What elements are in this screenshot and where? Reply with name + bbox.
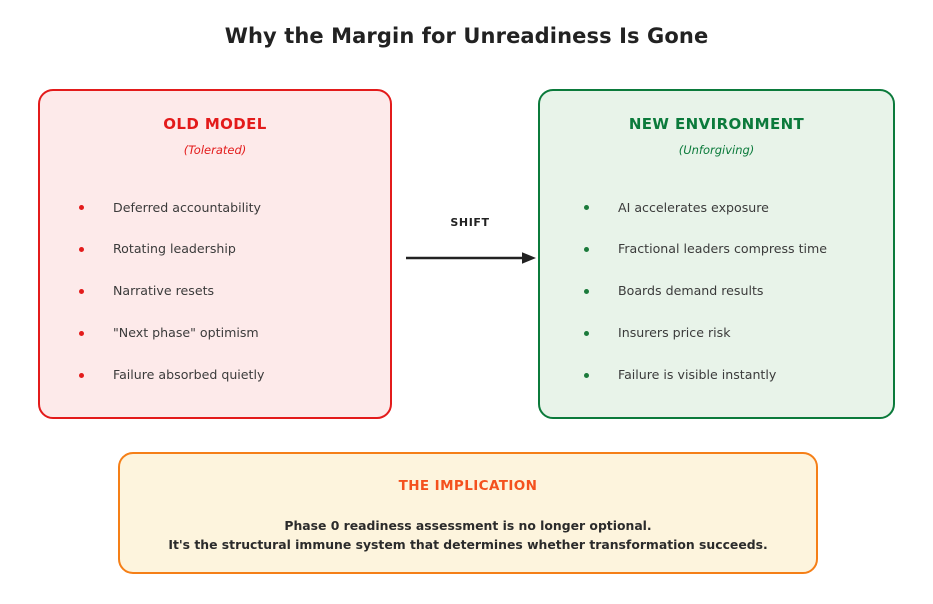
list-item-label: Boards demand results	[618, 283, 764, 299]
list-item-label: Narrative resets	[113, 283, 215, 299]
old-model-panel: OLD MODEL (Tolerated) Deferred accountab…	[38, 89, 392, 419]
list-item-label: "Next phase" optimism	[113, 324, 259, 340]
list-item: Fractional leaders compress time	[540, 229, 893, 271]
bullet-dot-icon	[79, 330, 84, 336]
old-model-heading: OLD MODEL	[163, 115, 267, 133]
bullet-dot-icon	[584, 330, 589, 336]
bullet-dot-icon	[79, 288, 84, 294]
list-item-label: Insurers price risk	[618, 324, 731, 340]
bullet-dot-icon	[584, 288, 589, 294]
shift-label: SHIFT	[450, 216, 490, 229]
list-item-label: Deferred accountability	[113, 199, 262, 215]
new-environment-heading: NEW ENVIRONMENT	[628, 115, 805, 133]
list-item: "Next phase" optimism	[40, 312, 390, 354]
list-item: Failure is visible instantly	[540, 354, 893, 396]
bullet-dot-icon	[584, 247, 589, 253]
list-item: Failure absorbed quietly	[40, 354, 390, 396]
page-title: Why the Margin for Unreadiness Is Gone	[224, 24, 709, 48]
new-environment-subheading: (Unforgiving)	[678, 143, 755, 157]
new-environment-panel: NEW ENVIRONMENT (Unforgiving) AI acceler…	[538, 89, 895, 419]
list-item-label: AI accelerates exposure	[618, 199, 769, 215]
bullet-dot-icon	[79, 205, 84, 211]
old-model-subheading: (Tolerated)	[183, 143, 247, 157]
list-item: Narrative resets	[40, 271, 390, 313]
arrow-right-icon	[406, 252, 536, 264]
bullet-dot-icon	[584, 372, 589, 378]
list-item: Deferred accountability	[40, 187, 390, 229]
list-item: AI accelerates exposure	[540, 187, 893, 229]
implication-panel: THE IMPLICATION Phase 0 readiness assess…	[118, 452, 818, 574]
list-item-label: Rotating leadership	[113, 241, 236, 257]
implication-line-2: It's the structural immune system that d…	[168, 536, 768, 552]
list-item-label: Fractional leaders compress time	[618, 241, 828, 257]
list-item: Rotating leadership	[40, 229, 390, 271]
new-environment-bullet-list: AI accelerates exposure Fractional leade…	[540, 187, 893, 396]
list-item: Insurers price risk	[540, 312, 893, 354]
old-model-bullet-list: Deferred accountability Rotating leaders…	[40, 187, 390, 396]
list-item: Boards demand results	[540, 271, 893, 313]
bullet-dot-icon	[584, 205, 589, 211]
bullet-dot-icon	[79, 372, 84, 378]
list-item-label: Failure is visible instantly	[618, 366, 777, 382]
implication-heading: THE IMPLICATION	[398, 478, 538, 494]
list-item-label: Failure absorbed quietly	[113, 366, 265, 382]
implication-body: Phase 0 readiness assessment is no longe…	[120, 517, 816, 554]
implication-line-1: Phase 0 readiness assessment is no longe…	[284, 518, 652, 533]
bullet-dot-icon	[79, 247, 84, 253]
